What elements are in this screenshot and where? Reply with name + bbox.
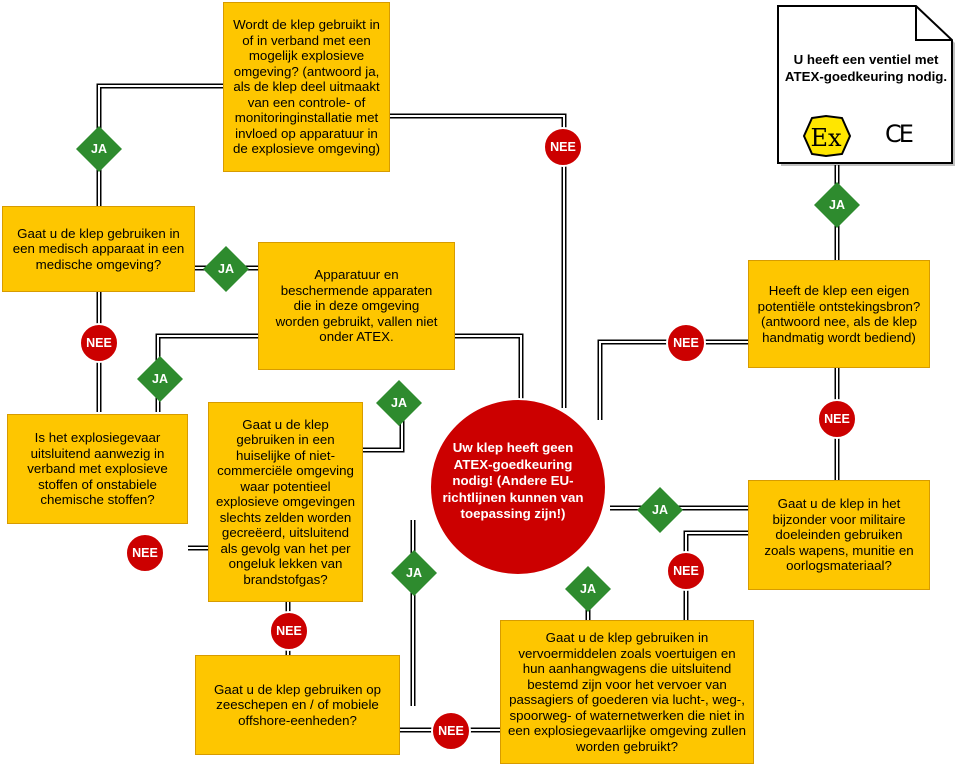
yes-label: JA — [652, 503, 668, 517]
result-not-atex-equipment: Apparatuur en beschermende apparaten die… — [258, 242, 455, 370]
yes-badge-domestic: JA — [376, 380, 422, 426]
question-vehicles: Gaat u de klep gebruiken in vervoermidde… — [500, 620, 754, 764]
no-label: NEE — [86, 336, 112, 350]
question-substances: Is het explosiegevaar uitsluitend aanwez… — [7, 414, 188, 524]
no-badge-vehicles: NEE — [665, 550, 707, 592]
yes-badge-substances: JA — [137, 356, 183, 402]
question-domestic: Gaat u de klep gebruiken in een huiselij… — [208, 402, 363, 602]
no-label: NEE — [673, 336, 699, 350]
no-badge-domestic: NEE — [268, 610, 310, 652]
no-label: NEE — [550, 140, 576, 154]
question-medical: Gaat u de klep gebruiken in een medisch … — [2, 206, 195, 292]
no-label: NEE — [276, 624, 302, 638]
hub-no-atex-text: Uw klep heeft geen ATEX-goedkeuring nodi… — [442, 440, 584, 521]
question-vehicles-text: Gaat u de klep gebruiken in vervoermidde… — [507, 630, 746, 754]
yes-label: JA — [580, 582, 596, 596]
yes-badge-ignition: JA — [814, 182, 860, 228]
question-ignition-source-text: Heeft de klep een eigen potentiële ontst… — [757, 283, 921, 345]
yes-badge-medical: JA — [203, 246, 249, 292]
yes-badge-vehicles: JA — [565, 566, 611, 612]
question-ignition-source: Heeft de klep een eigen potentiële ontst… — [748, 260, 930, 368]
no-label: NEE — [673, 564, 699, 578]
no-badge-explosive: NEE — [542, 126, 584, 168]
question-offshore: Gaat u de klep gebruiken op zeeschepen e… — [195, 655, 400, 755]
no-label: NEE — [132, 546, 158, 560]
yes-badge-offshore: JA — [391, 550, 437, 596]
question-substances-text: Is het explosiegevaar uitsluitend aanwez… — [27, 430, 168, 508]
hub-circle — [429, 398, 607, 576]
yes-label: JA — [152, 372, 168, 386]
question-explosive-environment-text: Wordt de klep gebruikt in of in verband … — [232, 17, 381, 157]
ce-mark-icon: CE — [885, 120, 914, 148]
yes-label: JA — [218, 262, 234, 276]
yes-label: JA — [829, 198, 845, 212]
yes-label: JA — [91, 142, 107, 156]
question-domestic-text: Gaat u de klep gebruiken in een huiselij… — [216, 416, 355, 587]
question-offshore-text: Gaat u de klep gebruiken op zeeschepen e… — [213, 681, 382, 728]
result-not-atex-equipment-text: Apparatuur en beschermende apparaten die… — [275, 267, 438, 345]
yes-badge-explosive: JA — [76, 126, 122, 172]
no-badge-offshore: NEE — [430, 710, 472, 752]
no-badge-military: NEE — [816, 398, 858, 440]
no-badge-ignition: NEE — [665, 322, 707, 364]
no-badge-medical: NEE — [78, 322, 120, 364]
no-label: NEE — [438, 724, 464, 738]
result-card — [777, 5, 955, 166]
yes-badge-military: JA — [637, 487, 683, 533]
result-atex-needed-text: U heeft een ventiel met ATEX-goedkeuring… — [784, 52, 948, 84]
no-label: NEE — [824, 412, 850, 426]
question-military: Gaat u de klep in het bijzonder voor mil… — [748, 480, 930, 590]
svg-text:Ex: Ex — [810, 124, 842, 152]
question-medical-text: Gaat u de klep gebruiken in een medisch … — [12, 225, 185, 272]
no-badge-substances: NEE — [124, 532, 166, 574]
question-explosive-environment: Wordt de klep gebruikt in of in verband … — [223, 2, 390, 172]
question-military-text: Gaat u de klep in het bijzonder voor mil… — [764, 496, 914, 574]
yes-label: JA — [406, 566, 422, 580]
yes-label: JA — [391, 396, 407, 410]
ex-mark-icon: Ex — [802, 114, 852, 158]
